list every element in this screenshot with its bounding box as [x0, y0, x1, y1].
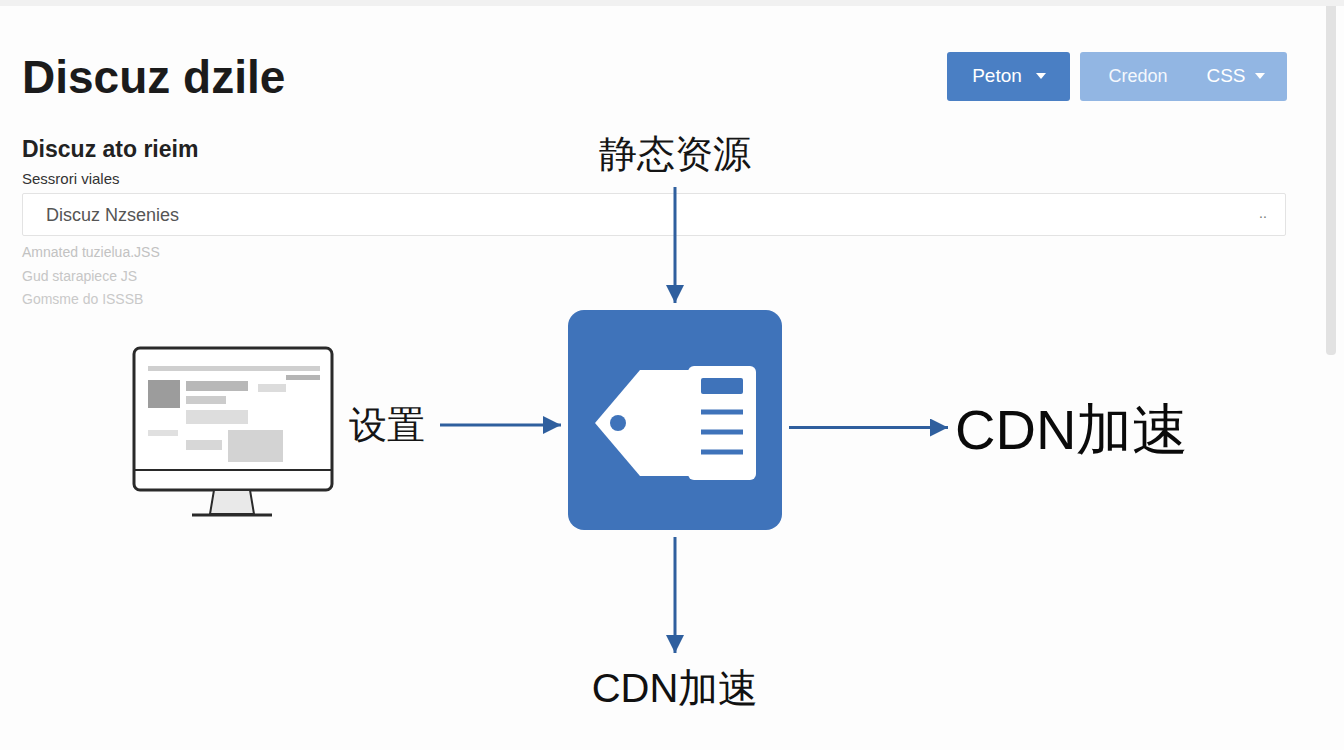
- top-edge: [0, 0, 1344, 6]
- cdn-label: CDN加速: [575, 660, 775, 712]
- page-title: Discuz dzile: [22, 52, 285, 103]
- dropdown-button: Credon CSS: [1080, 52, 1287, 101]
- node-text: 设置: [343, 405, 431, 447]
- scrollbar-thumb: [1326, 0, 1336, 355]
- node-text: Credon: [1098, 67, 1178, 87]
- node-subtext: CSS: [1196, 66, 1256, 87]
- faded-line: Gomsme do ISSSB: [22, 292, 143, 307]
- dropdown-caret: [1036, 73, 1046, 79]
- field-label: Sessrori viales: [22, 171, 120, 188]
- node-subtext: ..: [1251, 206, 1275, 221]
- node-text: Discuz Nzsenies: [46, 206, 446, 226]
- monitor-icon: [134, 348, 332, 515]
- input-box: Discuz Nzsenies..: [22, 193, 1286, 236]
- node-text: Peton: [947, 66, 1047, 87]
- document-tag-icon: [595, 366, 756, 480]
- node-text: CDN加速: [575, 666, 775, 710]
- static-resource-box: [568, 310, 782, 530]
- flow-arrow: [440, 424, 561, 427]
- section-heading: Discuz ato rieim: [22, 137, 198, 162]
- dropdown-button: Peton: [947, 52, 1070, 101]
- flow-arrow: [674, 187, 677, 303]
- faded-line: Amnated tuzielua.JSS: [22, 245, 160, 260]
- settings-monitor: 设置: [133, 340, 433, 510]
- flow-arrow: [674, 537, 677, 653]
- resource-label: 静态资源: [575, 128, 775, 180]
- node-text: CDN加速: [955, 399, 1210, 461]
- cdn-label: CDN加速: [955, 395, 1210, 460]
- dropdown-caret: [1255, 73, 1265, 79]
- flow-arrow: [789, 426, 948, 429]
- node-text: 静态资源: [575, 134, 775, 176]
- faded-line: Gud starapiece JS: [22, 269, 137, 284]
